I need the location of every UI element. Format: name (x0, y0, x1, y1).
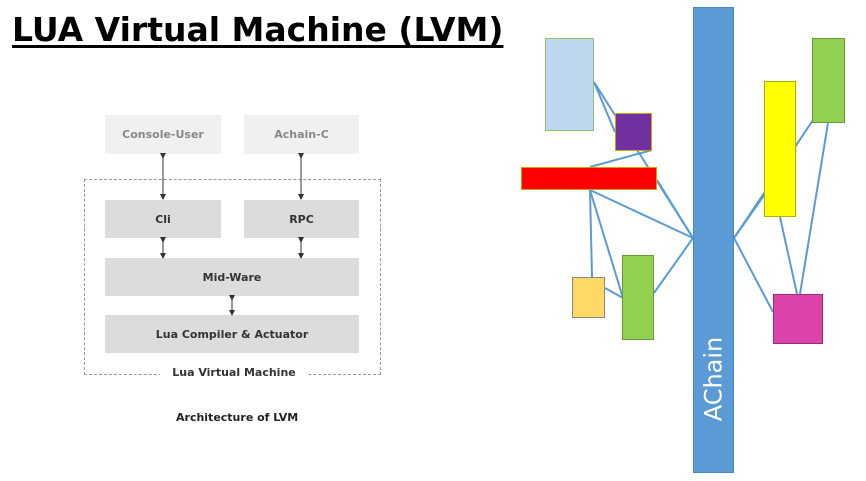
console-user-box: Console-User (105, 115, 221, 154)
achain-label: AChain (699, 336, 728, 422)
page-title: LUA Virtual Machine (LVM) (12, 10, 504, 49)
gold-node (572, 277, 605, 318)
link-gold-green (604, 287, 624, 299)
lvm-frame-label: Lua Virtual Machine (160, 366, 308, 382)
achain-c-box: Achain-C (244, 115, 359, 154)
achain-label-wrap: AChain (693, 7, 734, 473)
link-chain-magenta (733, 237, 774, 313)
link-hub-gold (589, 189, 593, 278)
green-node-left (622, 255, 654, 340)
red-node (521, 167, 657, 190)
mid-ware-box: Mid-Ware (105, 258, 359, 296)
link-lightblue-purple (593, 81, 616, 133)
green-node-right (812, 38, 845, 123)
purple-node (615, 113, 652, 151)
link-hub-chain (589, 189, 694, 239)
magenta-node (773, 294, 823, 344)
yellow-node (764, 81, 796, 217)
link-green-chain (653, 237, 694, 294)
achain-bar (693, 7, 734, 473)
diagram-caption: Architecture of LVM (176, 411, 299, 424)
architecture-arrows (160, 153, 304, 316)
link-greenright-magenta (799, 122, 829, 295)
cli-box: Cli (105, 200, 221, 238)
link-hub-green (589, 189, 624, 299)
link-red-chain (656, 179, 694, 239)
rpc-box: RPC (244, 200, 359, 238)
link-yellow-magenta (779, 216, 798, 295)
lua-compiler-box: Lua Compiler & Actuator (105, 315, 359, 353)
link-purple-hub (589, 149, 653, 168)
light-blue-node (545, 38, 594, 131)
